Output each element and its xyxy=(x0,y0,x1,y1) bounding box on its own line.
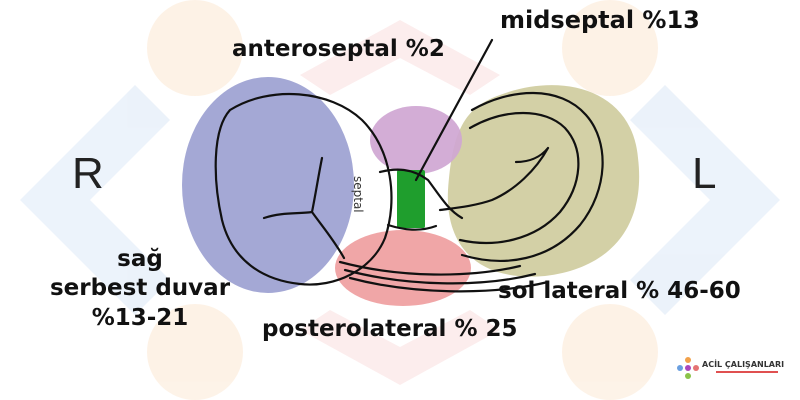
left-lateral-label: sol lateral % 46-60 xyxy=(498,278,741,304)
watermark-circle xyxy=(147,0,243,96)
right-free-wall-label-line: serbest duvar xyxy=(49,275,231,302)
right-free-wall-label-line: sağ xyxy=(117,246,163,272)
logo-underline xyxy=(716,371,778,373)
anteroseptal-label: anteroseptal %2 xyxy=(232,36,445,62)
acil-calisanlari-logo: ACİL ÇALIŞANLARI xyxy=(676,356,792,384)
right-free-wall-region xyxy=(182,77,354,293)
left-side-label: L xyxy=(692,149,717,198)
connecting-line xyxy=(338,260,522,276)
right-free-wall-label-line: %13-21 xyxy=(91,304,189,331)
watermark-chevron xyxy=(300,310,500,385)
septal-label: septal xyxy=(351,176,365,213)
anteroseptal-region xyxy=(370,106,462,174)
midseptal-label: midseptal %13 xyxy=(500,6,700,34)
mitral-annulus-outer xyxy=(460,91,604,262)
midseptal-region xyxy=(397,170,425,228)
watermark-circle xyxy=(147,304,243,400)
septal-connector xyxy=(386,223,438,231)
annulus-outlines xyxy=(214,38,604,293)
watermark-circle xyxy=(562,304,658,400)
tricuspid-commissure xyxy=(262,156,346,260)
logo-text: ACİL ÇALIŞANLARI xyxy=(702,360,785,369)
mitral-closure-line xyxy=(438,146,550,212)
watermark-chevron xyxy=(300,20,500,95)
background-watermark xyxy=(20,0,780,400)
logo-mark-icon xyxy=(677,357,699,379)
connecting-line xyxy=(348,276,550,293)
watermark-circle xyxy=(562,0,658,96)
left-lateral-region xyxy=(447,85,640,277)
midseptal-pointer xyxy=(414,38,494,182)
right-side-label: R xyxy=(72,149,104,198)
posterolateral-label: posterolateral % 25 xyxy=(262,316,518,342)
watermark-chevron xyxy=(20,85,170,315)
right-free-wall-label: sağ serbest duvar %13-21 xyxy=(40,245,240,333)
septal-connector xyxy=(378,168,464,220)
mitral-annulus-inner xyxy=(458,112,580,244)
connecting-line xyxy=(343,268,537,285)
watermark-chevron xyxy=(630,85,780,315)
posterolateral-region xyxy=(335,230,471,306)
